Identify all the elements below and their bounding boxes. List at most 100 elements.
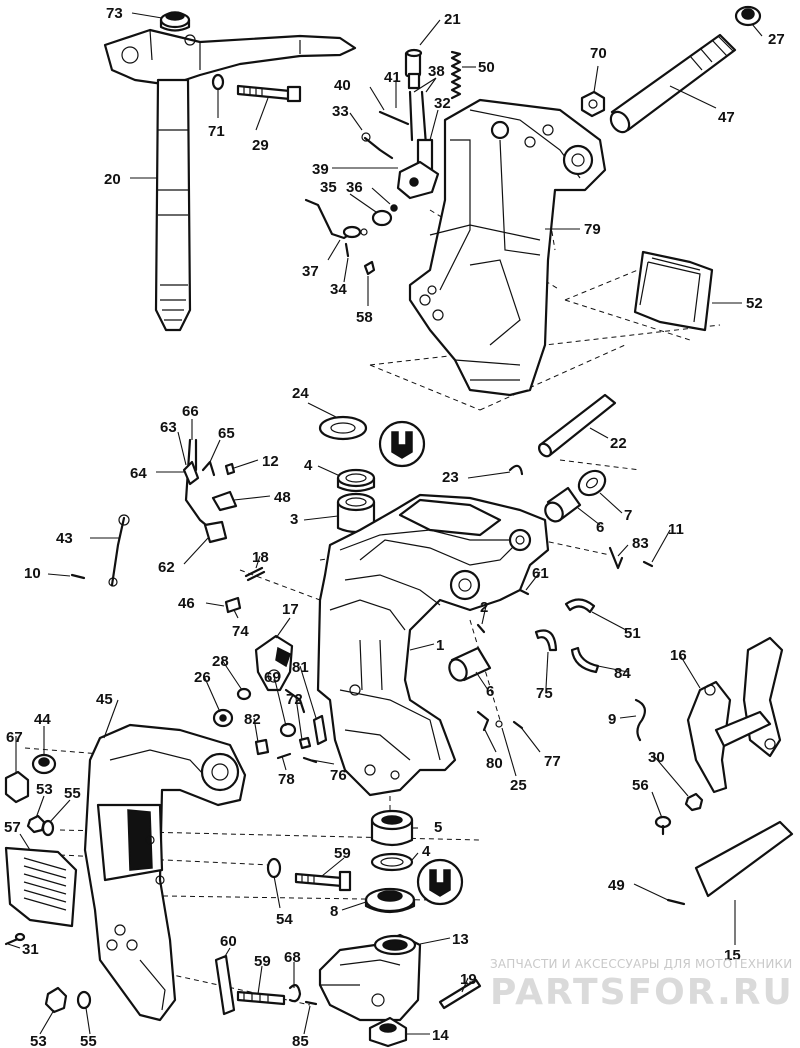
callout-46: 46 (178, 595, 195, 612)
callout-18: 18 (252, 549, 269, 566)
callout-33: 33 (332, 103, 349, 120)
tilt-tube-part-47 (609, 33, 737, 134)
swivel-bracket-part-79 (408, 98, 607, 397)
callout-3: 3 (290, 511, 298, 528)
callout-14: 14 (432, 1027, 449, 1044)
sealant-symbol-upper (378, 420, 426, 468)
watermark-caption: ЗАПЧАСТИ И АКСЕССУАРЫ ДЛЯ МОТОТЕХНИКИ (490, 957, 792, 971)
callout-83: 83 (632, 535, 649, 552)
callout-59-upper: 59 (334, 845, 351, 862)
callout-25: 25 (510, 777, 527, 794)
callout-71: 71 (208, 123, 225, 140)
callout-79: 79 (584, 221, 601, 238)
wiring-parts (182, 438, 238, 544)
callout-84: 84 (614, 665, 631, 682)
callout-22: 22 (610, 435, 627, 452)
washer-part-54 (266, 857, 282, 879)
callout-12: 12 (262, 453, 279, 470)
pad-part-57 (4, 846, 78, 928)
callout-72: 72 (286, 691, 303, 708)
small-hardware-parts-right (476, 698, 647, 742)
stern-bracket-part-1 (316, 493, 550, 797)
callout-21: 21 (444, 11, 461, 28)
sealant-symbol-lower (416, 858, 464, 906)
callout-66: 66 (182, 403, 199, 420)
bolt-part-59b (236, 990, 286, 1006)
callout-20: 20 (104, 171, 121, 188)
screw-part-31 (4, 932, 26, 946)
plate-part-60 (214, 954, 236, 1016)
knob-part-67 (4, 770, 30, 804)
callout-53-upper: 53 (36, 781, 53, 798)
callout-62: 62 (158, 559, 175, 576)
clip-part-75 (534, 629, 558, 652)
bushing-part-5 (370, 809, 414, 847)
screw-part-61 (518, 588, 530, 596)
callout-80: 80 (486, 755, 503, 772)
callout-2: 2 (480, 599, 488, 616)
callout-61: 61 (532, 565, 549, 582)
callout-85: 85 (292, 1033, 309, 1048)
callout-38: 38 (428, 63, 445, 80)
callout-1: 1 (436, 637, 444, 654)
callout-28: 28 (212, 653, 229, 670)
callout-13: 13 (452, 931, 469, 948)
clip-part-84 (570, 646, 600, 674)
callout-47: 47 (718, 109, 735, 126)
callout-60: 60 (220, 933, 237, 950)
callout-75: 75 (536, 685, 553, 702)
watermark: ЗАПЧАСТИ И АКСЕССУАРЫ ДЛЯ МОТОТЕХНИКИ PA… (490, 957, 794, 1013)
callout-24: 24 (292, 385, 309, 402)
clip-part-83 (608, 546, 624, 570)
bumper-part-73 (159, 11, 191, 32)
washer-part-55b (76, 990, 92, 1010)
pin-part-22 (537, 393, 617, 458)
callout-52: 52 (746, 295, 763, 312)
leader-lines (7, 12, 763, 1035)
callout-39: 39 (312, 161, 329, 178)
callout-65: 65 (218, 425, 235, 442)
callout-63: 63 (160, 419, 177, 436)
bearing-part-8 (364, 887, 416, 914)
callout-7: 7 (624, 507, 632, 524)
callout-40: 40 (334, 77, 351, 94)
nut-part-53b (44, 986, 68, 1014)
callout-48: 48 (274, 489, 291, 506)
wire-part-43 (70, 514, 130, 587)
bushing-part-4a (336, 468, 376, 493)
clip-part-51 (564, 598, 596, 614)
bushing-part-4b (370, 852, 414, 872)
callout-labels: 73 21 27 70 50 38 41 40 32 47 71 29 33 2… (4, 5, 785, 1048)
pad-part-52 (633, 250, 714, 332)
nut-part-14 (368, 1016, 408, 1048)
callout-68: 68 (284, 949, 301, 966)
callout-73: 73 (106, 5, 123, 22)
bushing-part-6a (544, 486, 582, 523)
watermark-logo: PARTSFOR.RU (490, 972, 794, 1013)
callout-6-lower: 6 (486, 683, 494, 700)
callout-45: 45 (96, 691, 113, 708)
callout-54: 54 (276, 911, 293, 928)
callout-76: 76 (330, 767, 347, 784)
steering-arm-part-20 (103, 28, 357, 332)
callout-17: 17 (282, 601, 299, 618)
callout-64: 64 (130, 465, 147, 482)
callout-81: 81 (292, 659, 309, 676)
spring-part-50 (450, 50, 462, 100)
nut-part-30 (684, 792, 704, 812)
callout-15: 15 (724, 947, 741, 964)
pin-part-2 (476, 623, 486, 634)
callout-70: 70 (590, 45, 607, 62)
callout-4-upper: 4 (304, 457, 313, 474)
callout-36: 36 (346, 179, 363, 196)
callout-4-lower: 4 (422, 843, 431, 860)
callout-29: 29 (252, 137, 269, 154)
callout-27: 27 (768, 31, 785, 48)
callout-53-lower: 53 (30, 1033, 47, 1048)
nut-part-44 (31, 753, 57, 775)
callout-32: 32 (434, 95, 451, 112)
callout-51: 51 (624, 625, 641, 642)
bar-part-15 (694, 820, 794, 898)
callout-67: 67 (6, 729, 23, 746)
